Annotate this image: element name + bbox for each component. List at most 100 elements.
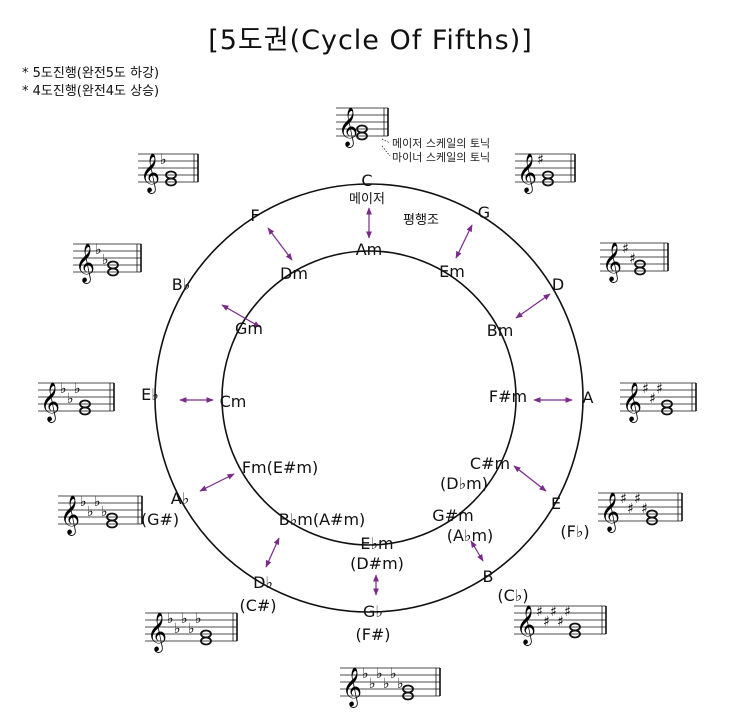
whole-note-icon xyxy=(200,636,212,646)
outer-key-g: G xyxy=(478,203,490,222)
outer-key-gb: G♭ xyxy=(363,602,383,621)
outer-key-f: F xyxy=(250,206,259,225)
flat-icon: ♭ xyxy=(383,676,390,692)
note-fourth-progression: * 4도진행(완전4도 상승) xyxy=(22,84,160,99)
flat-icon: ♭ xyxy=(74,381,81,397)
flat-icon: ♭ xyxy=(160,152,167,168)
outer-key-ab: A♭ xyxy=(171,489,190,508)
flat-icon: ♭ xyxy=(60,381,67,397)
sharp-icon: ♯ xyxy=(620,491,627,507)
flat-icon: ♭ xyxy=(101,504,108,520)
note-fifth-progression: * 5도진행(완전5도 하강) xyxy=(22,66,160,81)
outer-key-alt-ab: (G#) xyxy=(141,510,179,529)
staff-b: 𝄞♯♯♯♯♯ xyxy=(514,604,607,646)
flat-icon: ♭ xyxy=(167,611,174,627)
sharp-icon: ♯ xyxy=(564,604,571,620)
inner-key-bbm: B♭m(A#m) xyxy=(279,510,366,529)
inner-key-em: Em xyxy=(439,262,465,281)
whole-note-icon xyxy=(79,406,91,416)
outer-key-bb: B♭ xyxy=(172,275,191,294)
relative-arrow-2 xyxy=(455,224,473,259)
outer-key-db: D♭ xyxy=(253,573,273,592)
staff-e: 𝄞♯♯♯♯ xyxy=(598,491,683,533)
sharp-icon: ♯ xyxy=(537,152,544,168)
outer-key-eb: E♭ xyxy=(141,385,159,404)
major-label: 메이저 xyxy=(349,192,385,207)
legend-pointer xyxy=(381,138,391,144)
staff-bb: 𝄞♭♭ xyxy=(73,242,142,284)
staff-d: 𝄞♯♯ xyxy=(600,241,669,283)
inner-key-dm: Dm xyxy=(280,264,308,283)
sharp-icon: ♯ xyxy=(557,614,564,630)
treble-clef-icon: 𝄞 xyxy=(75,243,95,284)
whole-note-icon xyxy=(569,629,581,639)
flat-icon: ♭ xyxy=(174,621,181,637)
outer-key-alt-gb: (F#) xyxy=(355,625,390,644)
treble-clef-icon: 𝄞 xyxy=(602,242,622,283)
staff-gb: 𝄞♭♭♭♭♭♭ xyxy=(340,666,441,708)
relative-key-label: 평행조 xyxy=(403,212,439,228)
inner-key-fm: Fm(E#m) xyxy=(242,458,318,477)
flat-icon: ♭ xyxy=(188,621,195,637)
flat-icon: ♭ xyxy=(95,242,102,258)
whole-note-icon xyxy=(634,266,646,276)
sharp-icon: ♯ xyxy=(641,501,648,517)
inner-key-bm: Bm xyxy=(487,321,514,340)
whole-note-icon xyxy=(542,177,554,187)
flat-icon: ♭ xyxy=(195,611,202,627)
relative-arrow-8 xyxy=(265,537,280,568)
sharp-icon: ♯ xyxy=(656,381,663,397)
relative-arrow-11 xyxy=(221,304,261,328)
inner-key-ebm: E♭m xyxy=(360,534,393,553)
inner-key-am: Am xyxy=(356,240,383,259)
treble-clef-icon: 𝄞 xyxy=(40,382,60,423)
flat-icon: ♭ xyxy=(87,504,94,520)
flat-icon: ♭ xyxy=(94,494,101,510)
legend-pointer xyxy=(381,145,391,157)
outer-key-e: E xyxy=(551,494,561,513)
treble-clef-icon: 𝄞 xyxy=(140,153,160,194)
sharp-icon: ♯ xyxy=(622,241,629,257)
whole-note-icon xyxy=(402,691,414,701)
outer-key-c: C xyxy=(361,171,372,190)
flat-icon: ♭ xyxy=(102,252,109,268)
whole-note-icon xyxy=(661,406,673,416)
staff-eb: 𝄞♭♭♭ xyxy=(38,381,115,423)
flat-icon: ♭ xyxy=(369,676,376,692)
staff-db: 𝄞♭♭♭♭♭ xyxy=(145,611,238,653)
inner-key-fsm: F#m xyxy=(489,387,527,406)
outer-key-a: A xyxy=(583,388,594,407)
treble-clef-icon: 𝄞 xyxy=(622,382,642,423)
outer-key-b: B xyxy=(483,567,494,586)
outer-key-alt-b: (C♭) xyxy=(497,586,528,605)
staff-a: 𝄞♯♯♯ xyxy=(620,381,697,423)
sharp-icon: ♯ xyxy=(642,381,649,397)
whole-note-icon xyxy=(107,267,119,277)
whole-note-icon xyxy=(356,131,368,141)
treble-clef-icon: 𝄞 xyxy=(338,107,358,148)
inner-key-alt-ebm: (D#m) xyxy=(350,554,404,573)
flat-icon: ♭ xyxy=(362,666,369,682)
treble-clef-icon: 𝄞 xyxy=(60,495,80,536)
flat-icon: ♭ xyxy=(376,666,383,682)
outer-key-alt-db: (C#) xyxy=(239,596,276,615)
treble-clef-icon: 𝄞 xyxy=(516,605,536,646)
inner-key-alt-csm: (D♭m) xyxy=(440,474,488,493)
treble-clef-icon: 𝄞 xyxy=(517,153,537,194)
treble-clef-icon: 𝄞 xyxy=(342,667,362,708)
relative-arrow-12 xyxy=(267,227,293,261)
whole-note-icon xyxy=(165,177,177,187)
flat-icon: ♭ xyxy=(390,666,397,682)
relative-arrow-3 xyxy=(515,293,551,319)
staff-ab: 𝄞♭♭♭♭ xyxy=(58,494,143,536)
flat-icon: ♭ xyxy=(67,391,74,407)
sharp-icon: ♯ xyxy=(627,501,634,517)
treble-clef-icon: 𝄞 xyxy=(147,612,167,653)
outer-circle xyxy=(154,183,584,613)
sharp-icon: ♯ xyxy=(550,604,557,620)
flat-icon: ♭ xyxy=(181,611,188,627)
flat-icon: ♭ xyxy=(80,494,87,510)
relative-arrow-9 xyxy=(199,473,235,492)
